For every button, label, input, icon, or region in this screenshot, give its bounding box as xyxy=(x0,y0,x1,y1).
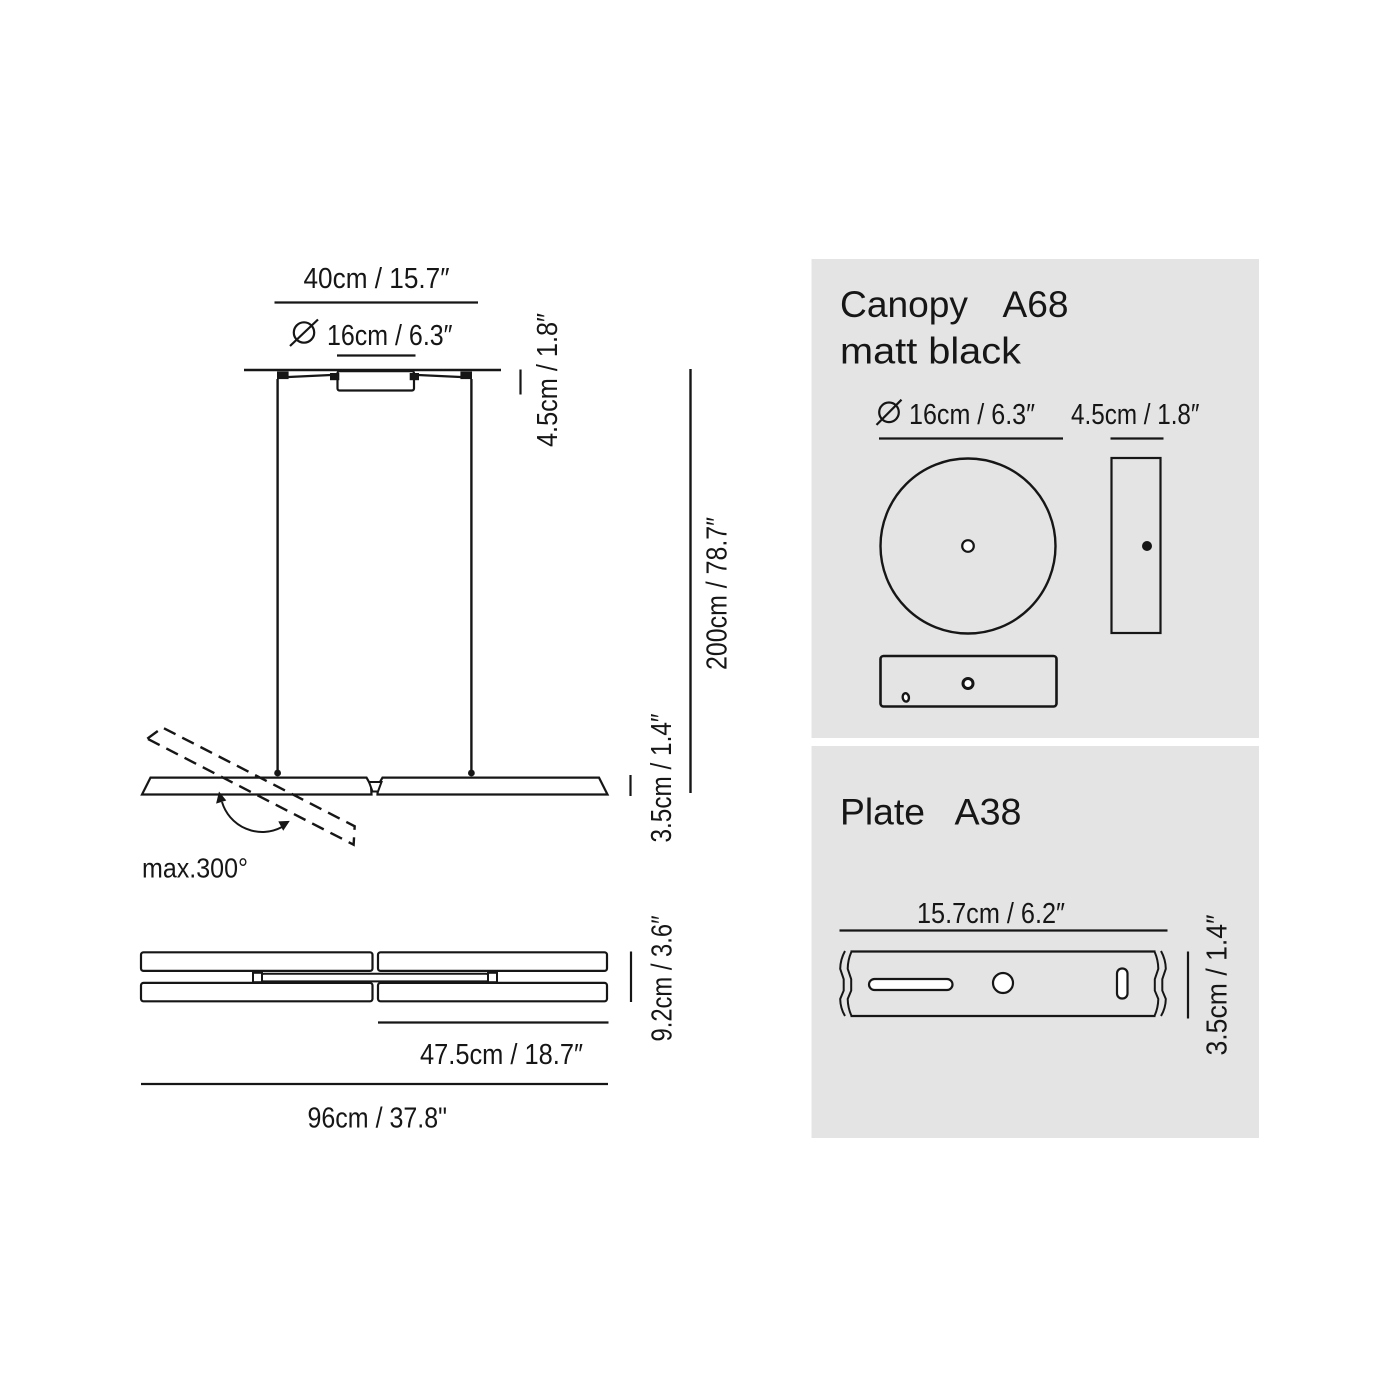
svg-text:15.7cm / 6.2″: 15.7cm / 6.2″ xyxy=(917,898,1065,930)
svg-text:A38: A38 xyxy=(955,792,1022,833)
svg-text:96cm / 37.8": 96cm / 37.8" xyxy=(308,1103,448,1135)
svg-text:40cm / 15.7″: 40cm / 15.7″ xyxy=(304,263,450,295)
svg-text:200cm / 78.7″: 200cm / 78.7″ xyxy=(702,517,734,670)
svg-text:Plate: Plate xyxy=(840,792,925,833)
svg-text:4.5cm / 1.8″: 4.5cm / 1.8″ xyxy=(1071,399,1200,431)
svg-text:47.5cm / 18.7″: 47.5cm / 18.7″ xyxy=(420,1039,583,1071)
svg-text:matt black: matt black xyxy=(840,331,1022,372)
svg-text:16cm / 6.3″: 16cm / 6.3″ xyxy=(909,399,1035,431)
svg-text:A68: A68 xyxy=(1003,284,1069,325)
svg-text:max.300°: max.300° xyxy=(142,853,248,884)
svg-text:4.5cm / 1.8″: 4.5cm / 1.8″ xyxy=(532,313,564,447)
svg-text:Canopy: Canopy xyxy=(840,284,969,325)
svg-text:9.2cm / 3.6″: 9.2cm / 3.6″ xyxy=(647,916,679,1042)
svg-text:3.5cm / 1.4″: 3.5cm / 1.4″ xyxy=(1202,915,1234,1056)
svg-text:16cm / 6.3″: 16cm / 6.3″ xyxy=(327,320,453,352)
svg-text:3.5cm / 1.4″: 3.5cm / 1.4″ xyxy=(646,714,678,843)
